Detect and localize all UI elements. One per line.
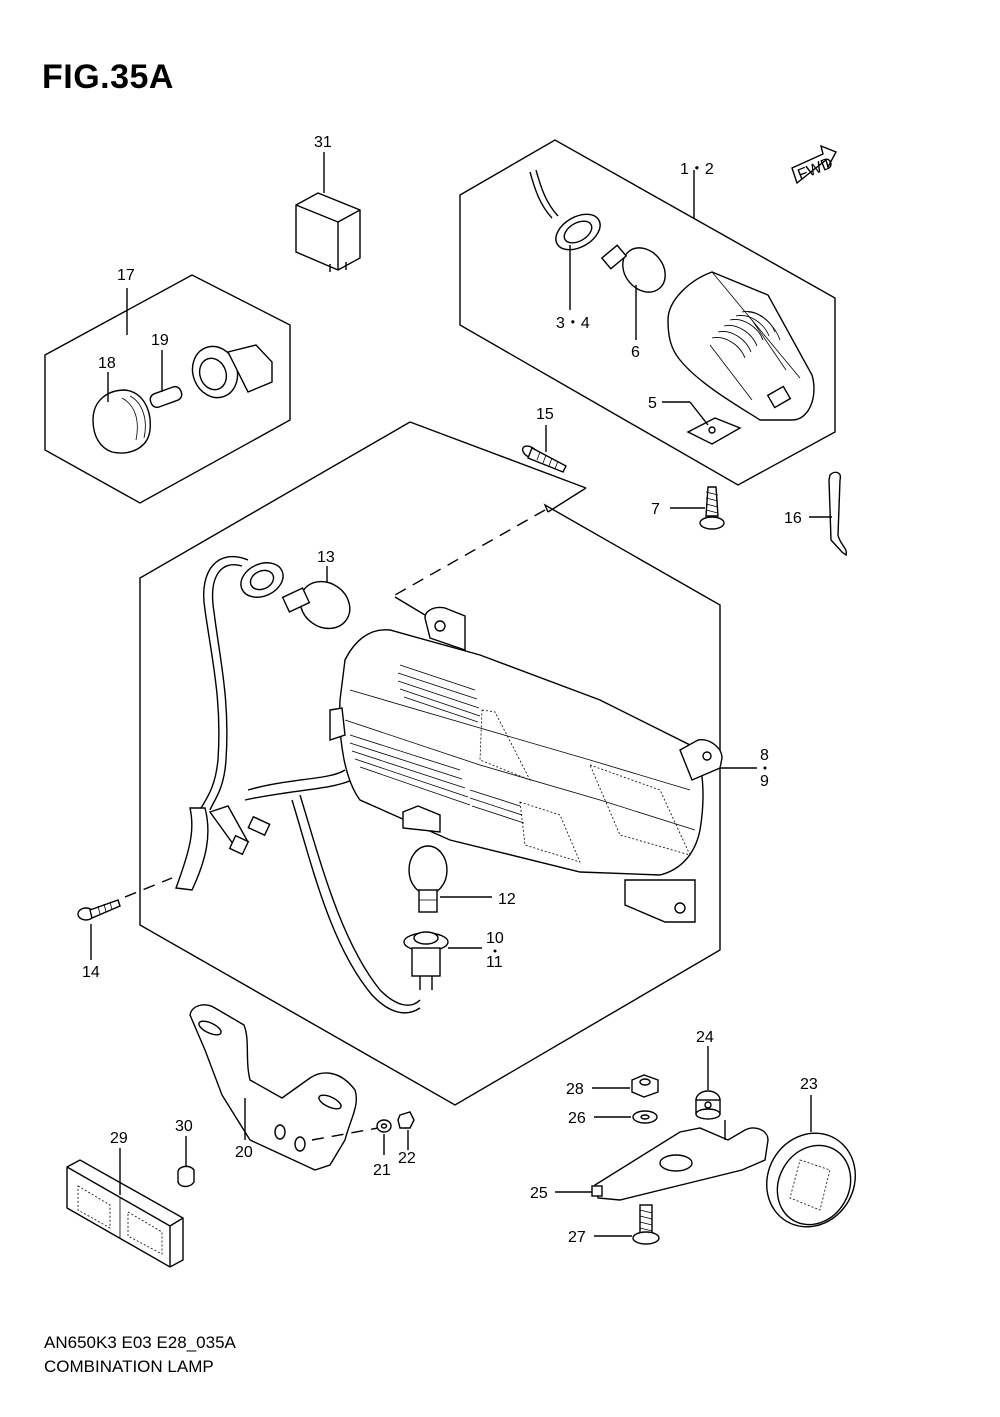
figure-title: FIG.35A [42,58,174,96]
reflector-part-29 [66,1148,184,1268]
callout-23: 23 [800,1076,818,1093]
turn-signal-group-frame [459,139,836,486]
washer-part-21 [376,1119,392,1155]
callout-11: 11 [486,954,503,971]
fwd-arrow-icon: FWD [791,144,837,185]
callout-12: 12 [498,891,516,908]
combination-lamp-group-frame [139,421,721,1106]
callout-28: 28 [566,1081,584,1098]
turn-signal-assembly [529,169,815,445]
callout-25: 25 [530,1185,548,1202]
callout-8: 8 [760,747,769,764]
combination-lamp-main [175,555,757,1014]
callout-13: 13 [317,549,335,566]
callout-14: 14 [82,964,100,981]
callout-31: 31 [314,134,332,151]
bulb-part-12 [408,845,492,913]
callout-17: 17 [117,267,135,284]
position-lamp-group-frame [44,274,291,504]
callout-labels: 31 1・2 3・4 6 5 17 19 18 15 7 16 13 8 9 1… [82,134,818,1246]
callout-5: 5 [648,395,657,412]
callout-16: 16 [784,510,802,527]
model-code: AN650K3 E03 E28_035A [44,1333,236,1352]
bracket-part-20 [189,1004,379,1171]
callout-19: 19 [151,332,169,349]
callout-26: 26 [568,1110,586,1127]
callout-20: 20 [235,1144,253,1161]
callout-27: 27 [568,1229,586,1246]
section-name: COMBINATION LAMP [44,1357,214,1376]
callout-1-2: 1・2 [680,161,714,178]
callout-21: 21 [373,1162,391,1179]
callout-30: 30 [175,1118,193,1135]
relay-part-31 [295,152,361,272]
nut-part-22 [397,1111,415,1150]
callout-10-11-separator [493,949,497,953]
callout-8-9-separator [763,766,767,770]
callout-9: 9 [760,773,769,790]
callout-6: 6 [631,344,640,361]
socket-part-10-11 [403,931,482,990]
callout-15: 15 [536,406,554,423]
callout-18: 18 [98,355,116,372]
reflector-bracket-assembly [555,1046,857,1245]
callout-10: 10 [486,930,504,947]
screw-part-15 [521,425,567,473]
nut-part-30 [177,1136,195,1188]
screw-part-14 [77,877,173,960]
clip-part-16 [809,471,848,557]
callout-24: 24 [696,1029,714,1046]
callout-22: 22 [398,1150,416,1167]
screw-part-7 [670,486,725,530]
position-lamp-assembly [92,288,273,454]
callout-29: 29 [110,1130,128,1147]
callout-3-4: 3・4 [556,315,590,332]
callout-7: 7 [651,501,660,518]
